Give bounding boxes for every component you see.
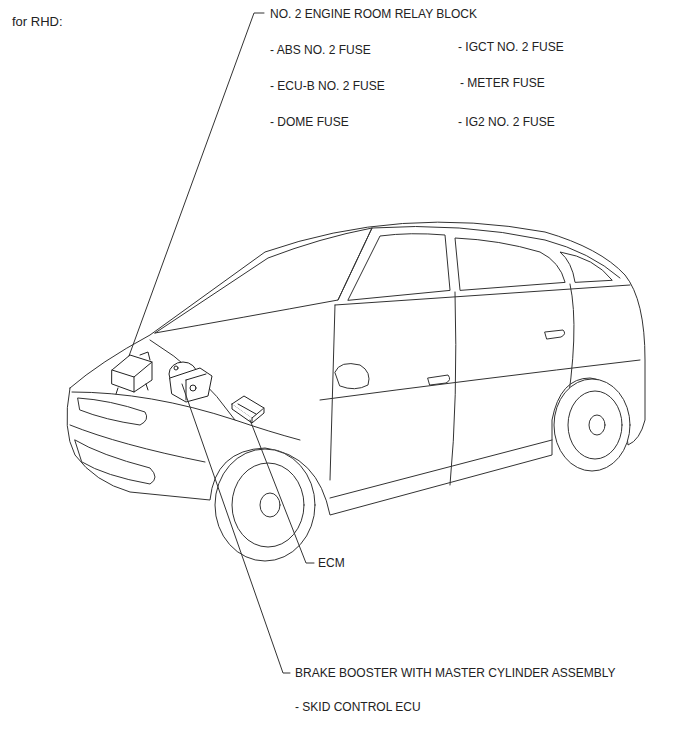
fuse-name: - ECU-B NO. 2 FUSE — [270, 79, 385, 93]
front-rim — [232, 463, 304, 547]
fuse-name: - METER FUSE — [460, 76, 545, 90]
fuse-name: - ABS NO. 2 FUSE — [270, 43, 371, 57]
belt-line — [335, 285, 630, 305]
rocker — [330, 440, 552, 498]
rear-hub — [589, 415, 605, 435]
a-pillar — [338, 228, 372, 300]
brake-booster — [169, 362, 212, 402]
windshield — [155, 228, 372, 333]
rear-tire — [554, 379, 630, 471]
hood-crease — [150, 340, 235, 420]
fuse-name: - IGCT NO. 2 FUSE — [458, 40, 564, 54]
leader-line — [250, 420, 314, 563]
sub-part-name: - SKID CONTROL ECU — [295, 700, 421, 714]
rear-quarter-window — [560, 252, 612, 282]
bumper-line — [70, 425, 205, 462]
leader-line — [182, 384, 290, 673]
part-name: ECM — [318, 556, 345, 570]
door-handle — [545, 330, 565, 339]
door-handle — [428, 375, 450, 385]
mirror — [335, 364, 369, 389]
part-name: NO. 2 ENGINE ROOM RELAY BLOCK — [270, 7, 477, 21]
rear-side-window — [455, 238, 565, 290]
headlight — [78, 398, 147, 425]
front-hub — [260, 493, 280, 517]
view-title: for RHD: — [12, 15, 63, 29]
part-name: BRAKE BOOSTER WITH MASTER CYLINDER ASSEM… — [295, 666, 616, 680]
ecm — [232, 396, 264, 423]
rear-rim — [568, 391, 622, 459]
front-door — [330, 292, 456, 485]
leader-line — [129, 13, 264, 356]
front-side-window — [348, 234, 450, 300]
car-body — [67, 222, 645, 515]
fuse-name: - DOME FUSE — [270, 115, 349, 129]
grille — [75, 440, 155, 484]
fuse-name: - IG2 NO. 2 FUSE — [458, 115, 555, 129]
front-tire — [215, 449, 315, 561]
relay-block — [112, 352, 152, 394]
